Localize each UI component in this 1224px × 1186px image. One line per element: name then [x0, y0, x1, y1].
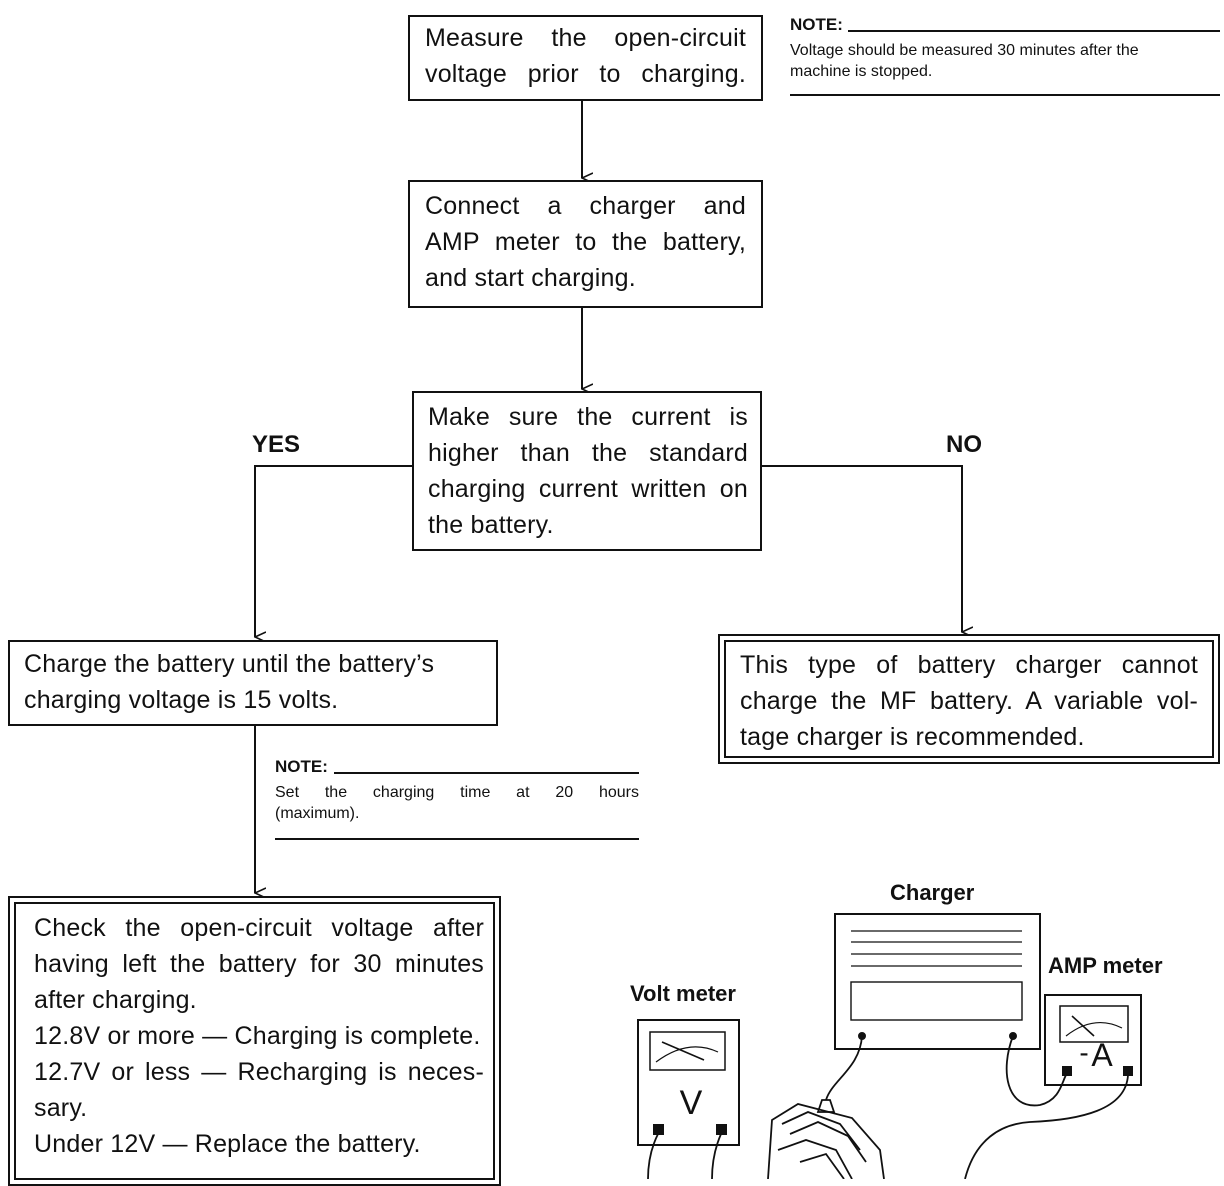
battery-device — [767, 1099, 885, 1179]
step-charge-to-15v: Charge the battery until the battery’s c… — [8, 640, 498, 726]
note2-line1: Set the charging time at 20 hours — [275, 784, 639, 801]
final-line5: 12.7V or less — Recharging is neces- — [34, 1058, 484, 1086]
note1-bottom-rule — [790, 94, 1220, 96]
wire-charger-to-amp — [1005, 1035, 1067, 1107]
charger-device — [834, 913, 1041, 1050]
note1-line1: Voltage should be measured 30 minutes af… — [790, 42, 1139, 59]
yes-step-line2: charging voltage is 15 volts. — [24, 686, 339, 714]
final-line7: Under 12V — Replace the battery. — [34, 1130, 421, 1158]
decision-line3: charging current written on — [428, 475, 748, 503]
volt-meter-device — [637, 1019, 740, 1146]
charger-label: Charger — [890, 880, 975, 905]
decision-line4: the battery. — [428, 511, 554, 539]
no-step-line3: tage charger is recommended. — [740, 723, 1085, 751]
step1-line1: Measure the open-circuit — [425, 24, 746, 52]
step2-line3: and start charging. — [425, 264, 636, 292]
amp-meter-label: AMP meter — [1048, 953, 1163, 978]
amp-meter-device — [1044, 994, 1142, 1086]
step1-line2: voltage prior to charging. — [425, 60, 746, 88]
wire-volt-pos — [711, 1133, 722, 1179]
volt-symbol: V — [680, 1084, 703, 1122]
note2-bottom-rule — [275, 838, 639, 840]
final-line2: having left the battery for 30 minutes — [34, 950, 484, 978]
step2-line2: AMP meter to the battery, — [425, 228, 746, 256]
arrow-yes-branch — [254, 465, 412, 637]
wire-amp-to-battery — [964, 1074, 1129, 1179]
wire-volt-neg — [647, 1133, 659, 1179]
yes-step-line1: Charge the battery until the battery’s — [24, 650, 435, 678]
decision-line1: Make sure the current is — [428, 403, 748, 431]
step-connect-charger: Connect a charger and AMP meter to the b… — [408, 180, 763, 308]
no-label: NO — [946, 431, 982, 458]
note2-text: Set the charging time at 20 hours (maxim… — [275, 782, 639, 824]
no-step-line1: This type of battery charger cannot — [740, 651, 1198, 679]
step-charger-incompatible: This type of battery charger cannot char… — [718, 634, 1220, 764]
arrow-no-branch — [762, 465, 962, 632]
decision-line2: higher than the standard — [428, 439, 748, 467]
final-line3: after charging. — [34, 986, 197, 1014]
yes-label: YES — [252, 431, 301, 458]
step-measure-voltage: Measure the open-circuit voltage prior t… — [408, 15, 763, 101]
no-step-line2: charge the MF battery. A variable vol- — [740, 687, 1198, 715]
note1-top-rule — [848, 30, 1220, 32]
note2-title: NOTE: — [275, 757, 328, 776]
note1-title: NOTE: — [790, 15, 843, 34]
amp-symbol: A — [1091, 1037, 1113, 1073]
decision-check-current: Make sure the current is higher than the… — [412, 391, 762, 551]
amp-sign: - — [1079, 1037, 1088, 1068]
final-line4: 12.8V or more — Charging is complete. — [34, 1022, 481, 1050]
final-line6: sary. — [34, 1094, 88, 1122]
final-line1: Check the open-circuit voltage after — [34, 914, 484, 942]
volt-meter-label: Volt meter — [630, 981, 736, 1006]
note2-top-rule — [334, 772, 639, 774]
note2-line2: (maximum). — [275, 805, 360, 822]
step-check-after-charging: Check the open-circuit voltage after hav… — [8, 896, 501, 1186]
wire-charger-to-battery — [825, 1035, 863, 1101]
note1-text: Voltage should be measured 30 minutes af… — [790, 40, 1222, 82]
step2-line1: Connect a charger and — [425, 192, 746, 220]
note1-line2: machine is stopped. — [790, 63, 933, 80]
